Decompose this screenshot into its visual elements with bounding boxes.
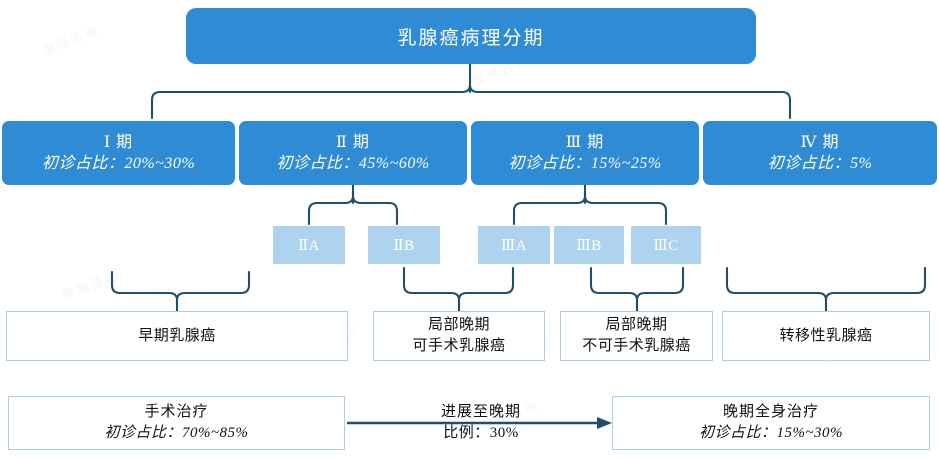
- page-title: 乳腺癌病理分期: [186, 8, 756, 64]
- classification-line-1: 局部晚期: [427, 317, 490, 334]
- stage-detail: 初诊占比：20%~30%: [41, 155, 196, 172]
- substage-box-iib[interactable]: ⅡB: [368, 226, 440, 264]
- classification-line-metastatic: 转移性乳腺癌: [779, 327, 873, 344]
- treatment-detail: 初诊占比：70%~85%: [104, 425, 249, 441]
- treatment-box-surgery[interactable]: 手术治疗 初诊占比：70%~85%: [8, 396, 345, 450]
- stage-box-iii[interactable]: Ⅲ 期 初诊占比：15%~25%: [471, 121, 699, 185]
- classification-line-1: 早期乳腺癌: [138, 327, 216, 344]
- stage-name: Ⅱ 期: [336, 133, 370, 151]
- substage-label: ⅢA: [500, 237, 528, 254]
- substage-label: ⅢB: [576, 237, 602, 254]
- stage-name: Ⅲ 期: [565, 133, 605, 151]
- treatment-title: 晚期全身治疗: [722, 404, 819, 421]
- substage-box-iiib[interactable]: ⅢB: [554, 226, 624, 264]
- substage-box-iiia[interactable]: ⅢA: [478, 226, 550, 264]
- treatment-title: 手术治疗: [144, 404, 209, 421]
- classification-box-locally-advanced-operable[interactable]: 局部晚期 可手术乳腺癌: [373, 311, 545, 361]
- classification-box-metastatic[interactable]: 早期乳腺癌 转移性乳腺癌: [722, 311, 930, 361]
- stage-name: Ⅳ 期: [800, 133, 840, 151]
- substage-label: ⅡA: [297, 237, 321, 254]
- classification-box-locally-advanced-inoperable[interactable]: 局部晚期 不可手术乳腺癌: [560, 311, 713, 361]
- stage-box-ii[interactable]: Ⅱ 期 初诊占比：45%~60%: [239, 121, 467, 185]
- progression-arrow: [347, 417, 612, 429]
- classification-box-early[interactable]: 早期乳腺癌: [6, 311, 348, 361]
- substage-label: ⅡB: [393, 237, 415, 254]
- treatment-box-advanced-systemic[interactable]: 晚期全身治疗 初诊占比：15%~30%: [612, 396, 930, 450]
- substage-box-iia[interactable]: ⅡA: [273, 226, 345, 264]
- stage-detail: 初诊占比：45%~60%: [276, 155, 430, 172]
- classification-line-2: 可手术乳腺癌: [412, 338, 506, 354]
- classification-line-1: 局部晚期: [605, 317, 668, 334]
- stage-detail: 初诊占比：15%~25%: [508, 155, 662, 172]
- classification-line-2: 不可手术乳腺癌: [582, 338, 691, 354]
- substage-label: ⅢC: [653, 237, 679, 254]
- stage-box-i[interactable]: Ⅰ 期 初诊占比：20%~30%: [2, 121, 235, 185]
- stage-box-iv[interactable]: Ⅳ 期 初诊占比：5%: [703, 121, 937, 185]
- stage-detail: 初诊占比：5%: [767, 155, 873, 172]
- treatment-detail: 初诊占比：15%~30%: [698, 425, 844, 441]
- stage-name: Ⅰ 期: [103, 133, 134, 151]
- substage-box-iiic[interactable]: ⅢC: [631, 226, 701, 264]
- page-title-text: 乳腺癌病理分期: [397, 27, 545, 49]
